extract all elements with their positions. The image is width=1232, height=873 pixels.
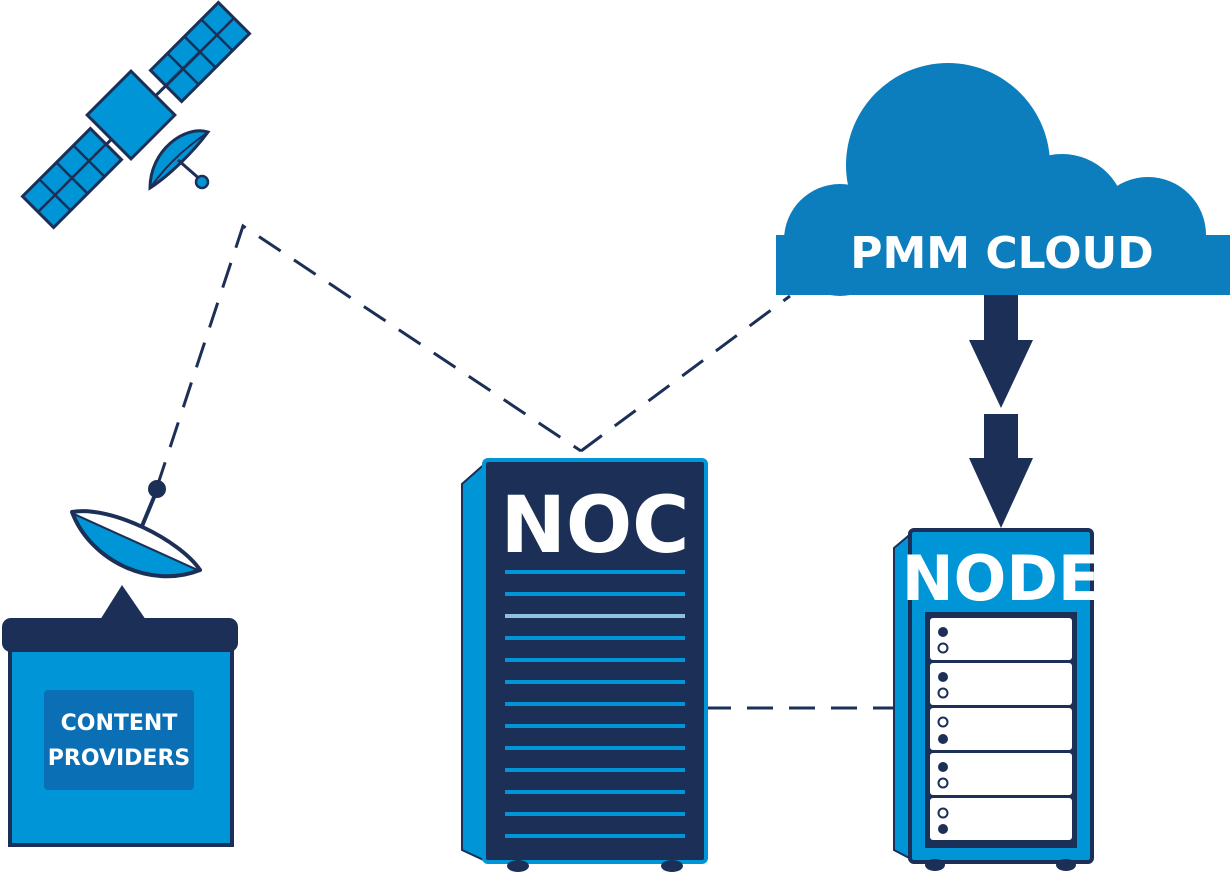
link-dish-satellite-noc	[155, 223, 582, 488]
content-providers-label-line1: CONTENT	[61, 711, 178, 736]
cloud-icon: PMM CLOUD	[776, 63, 1230, 296]
node-label: NODE	[902, 542, 1100, 615]
arrow-lower	[969, 414, 1033, 528]
content-providers-label-line2: PROVIDERS	[48, 746, 190, 771]
satellite-body	[85, 69, 177, 161]
down-arrow-icon	[969, 295, 1033, 528]
content-providers-box: CONTENT PROVIDERS	[2, 618, 238, 847]
satellite-icon	[20, 0, 252, 230]
connection-lines	[155, 223, 895, 710]
noc-server-rack: NOC	[461, 458, 708, 872]
noc-vent-lines	[505, 570, 685, 838]
arrow-upper	[969, 295, 1033, 408]
satellite-dish-icon	[70, 480, 202, 620]
solar-panel-lower	[20, 126, 124, 230]
cloud-label: PMM CLOUD	[850, 228, 1154, 279]
node-drive-bays	[930, 618, 1072, 840]
noc-label: NOC	[501, 481, 690, 571]
server-rack-icon: NODE	[893, 528, 1100, 871]
link-noc-cloud	[580, 294, 791, 453]
